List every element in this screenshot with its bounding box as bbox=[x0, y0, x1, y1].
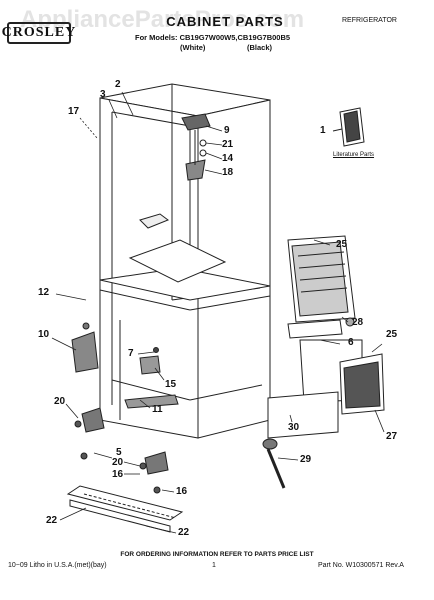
cabinet-body bbox=[99, 83, 271, 439]
models-line: For Models: CB19G7W00W5,CB19G7B00B5 bbox=[135, 33, 291, 42]
toe-tool-part bbox=[262, 438, 286, 489]
leader-1 bbox=[332, 128, 343, 132]
rear-grille-part bbox=[287, 235, 356, 327]
leader-lines bbox=[51, 91, 385, 534]
top-hinge-part bbox=[181, 113, 211, 181]
page-number: 1 bbox=[212, 562, 216, 569]
callout-20-bottom: 20 bbox=[112, 457, 124, 468]
litho-info: 10−09 Litho in U.S.A.(met)(bay) bbox=[8, 562, 107, 569]
callout-20-top: 20 bbox=[54, 396, 66, 407]
color-black-label: (Black) bbox=[247, 43, 273, 52]
callout-29: 29 bbox=[300, 454, 312, 465]
literature-booklet-part bbox=[339, 107, 365, 147]
callout-17: 17 bbox=[68, 106, 80, 117]
callout-11: 11 bbox=[152, 404, 163, 415]
callout-25-mid: 25 bbox=[386, 329, 398, 340]
brand-logo: CROSLEY bbox=[2, 22, 75, 44]
ordering-note: FOR ORDERING INFORMATION REFER TO PARTS … bbox=[120, 551, 314, 558]
callout-1: 1 bbox=[320, 125, 326, 136]
callout-5: 5 bbox=[116, 447, 122, 458]
callout-25-top: 25 bbox=[336, 239, 348, 250]
callout-18: 18 bbox=[222, 167, 234, 178]
callout-6: 6 bbox=[348, 337, 354, 348]
rear-panel-part bbox=[267, 319, 385, 439]
callout-15: 15 bbox=[165, 379, 177, 390]
callout-27: 27 bbox=[386, 431, 398, 442]
base-grille-part bbox=[66, 485, 184, 533]
callout-3: 3 bbox=[100, 89, 106, 100]
callout-7: 7 bbox=[128, 348, 134, 359]
callout-30: 30 bbox=[288, 422, 300, 433]
callout-22-left: 22 bbox=[46, 515, 58, 526]
callout-14: 14 bbox=[222, 153, 234, 164]
lower-cabinet-parts bbox=[71, 322, 179, 494]
color-white-label: (White) bbox=[180, 43, 206, 52]
page-title: CABINET PARTS bbox=[166, 14, 284, 29]
callout-12: 12 bbox=[38, 287, 50, 298]
callout-16-left: 16 bbox=[112, 469, 124, 480]
category-label: REFRIGERATOR bbox=[342, 17, 397, 24]
literature-parts-label: Literature Parts bbox=[333, 152, 375, 158]
watermark-text: AppliancePartsPros.com bbox=[20, 6, 305, 33]
part-number: Part No. W10300571 Rev.A bbox=[318, 562, 404, 569]
callout-28: 28 bbox=[352, 317, 364, 328]
callout-16-right: 16 bbox=[176, 486, 188, 497]
callout-22-right: 22 bbox=[178, 527, 190, 538]
callout-10: 10 bbox=[38, 329, 50, 340]
callout-2: 2 bbox=[115, 79, 121, 90]
callout-21: 21 bbox=[222, 139, 234, 150]
callout-9: 9 bbox=[224, 125, 230, 136]
